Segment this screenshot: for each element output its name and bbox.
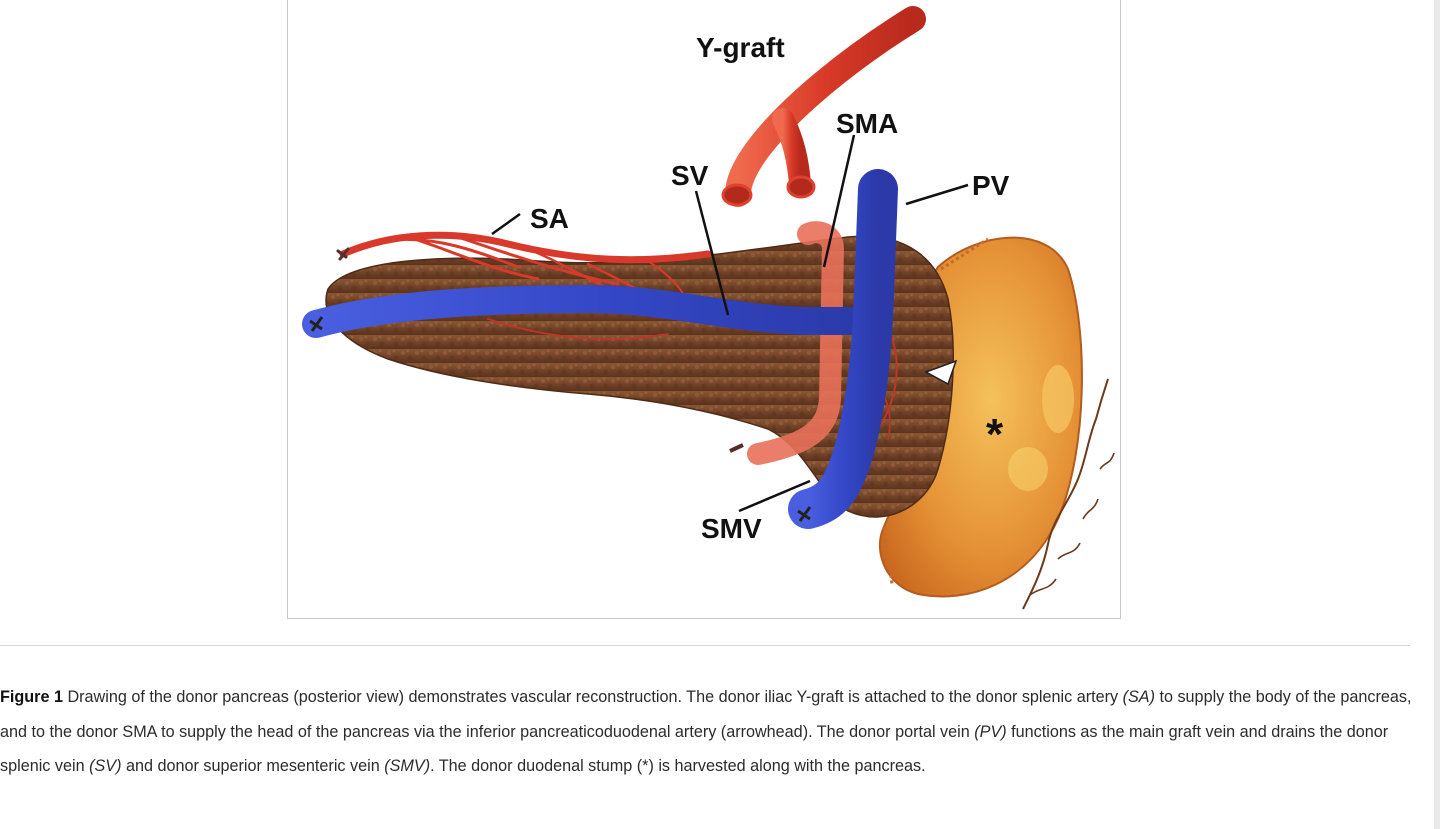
label-pv: PV bbox=[972, 170, 1010, 201]
label-smv: SMV bbox=[701, 513, 762, 544]
y-graft bbox=[721, 6, 926, 207]
caption-text-2: to supply the body of the pancreas, and … bbox=[0, 688, 1412, 741]
label-y-graft: Y-graft bbox=[696, 32, 785, 63]
label-leader-lines bbox=[491, 134, 969, 513]
label-sa: SA bbox=[530, 203, 569, 234]
caption-text-4: and donor superior mesenteric vein bbox=[121, 757, 385, 775]
figure-frame: Y-graft SMA SV PV SA SMV * bbox=[287, 0, 1121, 619]
caption-text-1: Drawing of the donor pancreas (posterior… bbox=[62, 688, 1123, 706]
arrowhead-marker bbox=[924, 359, 958, 386]
pancreas-illustration: Y-graft SMA SV PV SA SMV * bbox=[302, 6, 1115, 610]
caption-text-5: . The donor duodenal stump (*) is harves… bbox=[430, 757, 926, 775]
venous-system bbox=[302, 169, 898, 529]
caption-divider bbox=[0, 645, 1410, 646]
caption-text-3: functions as the main graft vein and dra… bbox=[0, 722, 1389, 776]
splenic-artery bbox=[336, 231, 898, 440]
sma-vessel bbox=[729, 221, 845, 465]
scrollbar-track[interactable] bbox=[1434, 0, 1440, 829]
caption-abbr-sv: (SV) bbox=[89, 757, 122, 775]
label-sma: SMA bbox=[836, 108, 898, 139]
artist-signature bbox=[1022, 378, 1115, 610]
caption-abbr-pv: (PV) bbox=[974, 722, 1007, 741]
figure-label: Figure 1 bbox=[0, 688, 63, 706]
label-sv: SV bbox=[671, 160, 709, 191]
duodenal-stump-marker: * bbox=[986, 410, 1004, 459]
caption-abbr-sa: (SA) bbox=[1122, 688, 1155, 706]
figure-caption: Figure 1 Drawing of the donor pancreas (… bbox=[0, 680, 1420, 784]
caption-abbr-smv: (SMV) bbox=[384, 757, 431, 775]
